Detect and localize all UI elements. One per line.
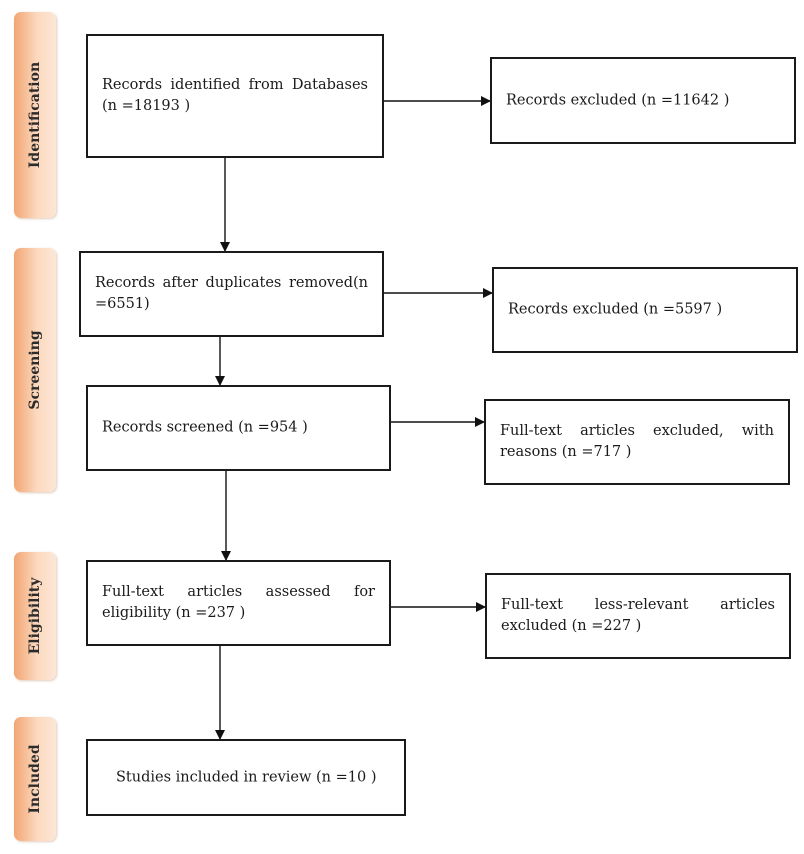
box-fulltext-excluded: Full-text articles excluded, with reason… xyxy=(484,399,790,485)
records-excluded-1-text: Records excluded (n =11642 ) xyxy=(506,92,730,108)
fulltext-assessed-text: Full-text articles assessed for eligibil… xyxy=(102,584,375,621)
records-identified-text: Records identified from Databases (n =18… xyxy=(102,77,368,114)
box-studies-included: Studies included in review (n =10 ) xyxy=(86,739,406,816)
box-records-screened: Records screened (n =954 ) xyxy=(86,385,391,471)
records-excluded-2-text: Records excluded (n =5597 ) xyxy=(508,301,723,318)
records-screened-text: Records screened (n =954 ) xyxy=(102,419,308,436)
stage-identification: Identification xyxy=(14,12,56,218)
box-records-excluded-1: Records excluded (n =11642 ) xyxy=(490,57,796,144)
stage-screening: Screening xyxy=(14,248,56,492)
box-fulltext-assessed: Full-text articles assessed for eligibil… xyxy=(86,560,391,646)
less-relevant-excluded-text: Full-text less-relevant articles exclude… xyxy=(501,597,775,634)
box-records-excluded-2: Records excluded (n =5597 ) xyxy=(492,267,798,353)
box-less-relevant-excluded: Full-text less-relevant articles exclude… xyxy=(485,573,791,659)
box-records-after-duplicates: Records after duplicates removed(n =6551… xyxy=(79,251,384,337)
studies-included-text: Studies included in review (n =10 ) xyxy=(116,769,377,785)
fulltext-excluded-text: Full-text articles excluded, with reason… xyxy=(500,423,774,460)
stage-included: Included xyxy=(14,717,56,841)
stage-eligibility: Eligibility xyxy=(14,552,56,680)
records-after-duplicates-text: Records after duplicates removed(n =6551… xyxy=(95,275,368,312)
box-records-identified: Records identified from Databases (n =18… xyxy=(86,34,384,158)
